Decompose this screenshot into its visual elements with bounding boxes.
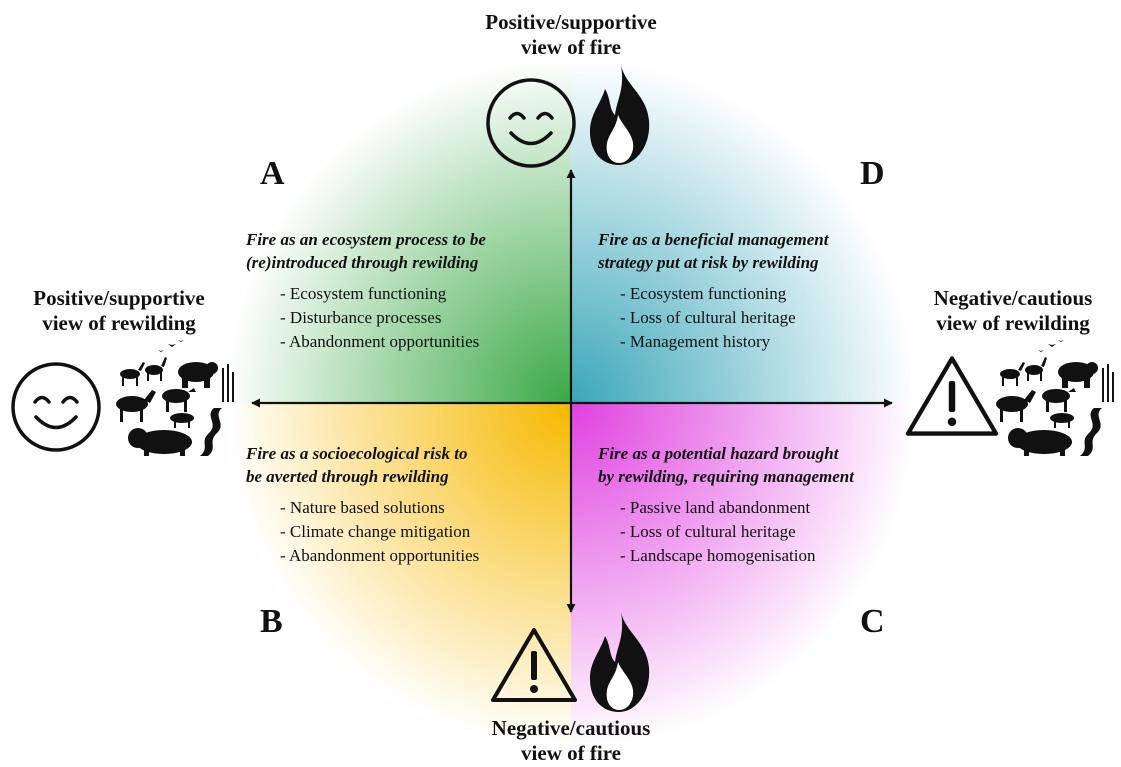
list-item: Landscape homogenisation [620,544,918,568]
list-item: Ecosystem functioning [620,282,918,306]
quadrant-a-list: Ecosystem functioning Disturbance proces… [246,282,566,354]
list-item: Disturbance processes [280,306,566,330]
warning-icon [905,356,999,436]
list-item: Loss of cultural heritage [620,520,918,544]
list-item: Passive land abandonment [620,496,918,520]
quadrant-letter-a: A [260,155,285,192]
wildlife-herd-icon [996,340,1114,456]
quadrant-letter-c: C [860,603,885,640]
smiley-face-icon [486,78,576,168]
quadrant-letter-b: B [260,603,283,640]
quadrant-b-list: Nature based solutions Climate change mi… [246,496,566,568]
quadrant-letter-d: D [860,155,885,192]
list-item: Ecosystem functioning [280,282,566,306]
list-item: Nature based solutions [280,496,566,520]
warning-icon [491,628,577,702]
quadrant-d-list: Ecosystem functioning Loss of cultural h… [598,282,918,354]
list-item: Management history [620,330,918,354]
quadrant-a-text: Fire as an ecosystem process to be(re)in… [246,228,566,354]
list-item: Climate change mitigation [280,520,566,544]
list-item: Abandonment opportunities [280,330,566,354]
list-item: Abandonment opportunities [280,544,566,568]
list-item: Loss of cultural heritage [620,306,918,330]
quadrant-c-list: Passive land abandonment Loss of cultura… [598,496,918,568]
smiley-face-icon [11,362,101,452]
fire-icon [589,65,650,165]
wildlife-herd-icon [116,340,234,456]
fire-icon [589,612,650,712]
quadrant-a-title: Fire as an ecosystem process to be(re)in… [246,230,486,272]
